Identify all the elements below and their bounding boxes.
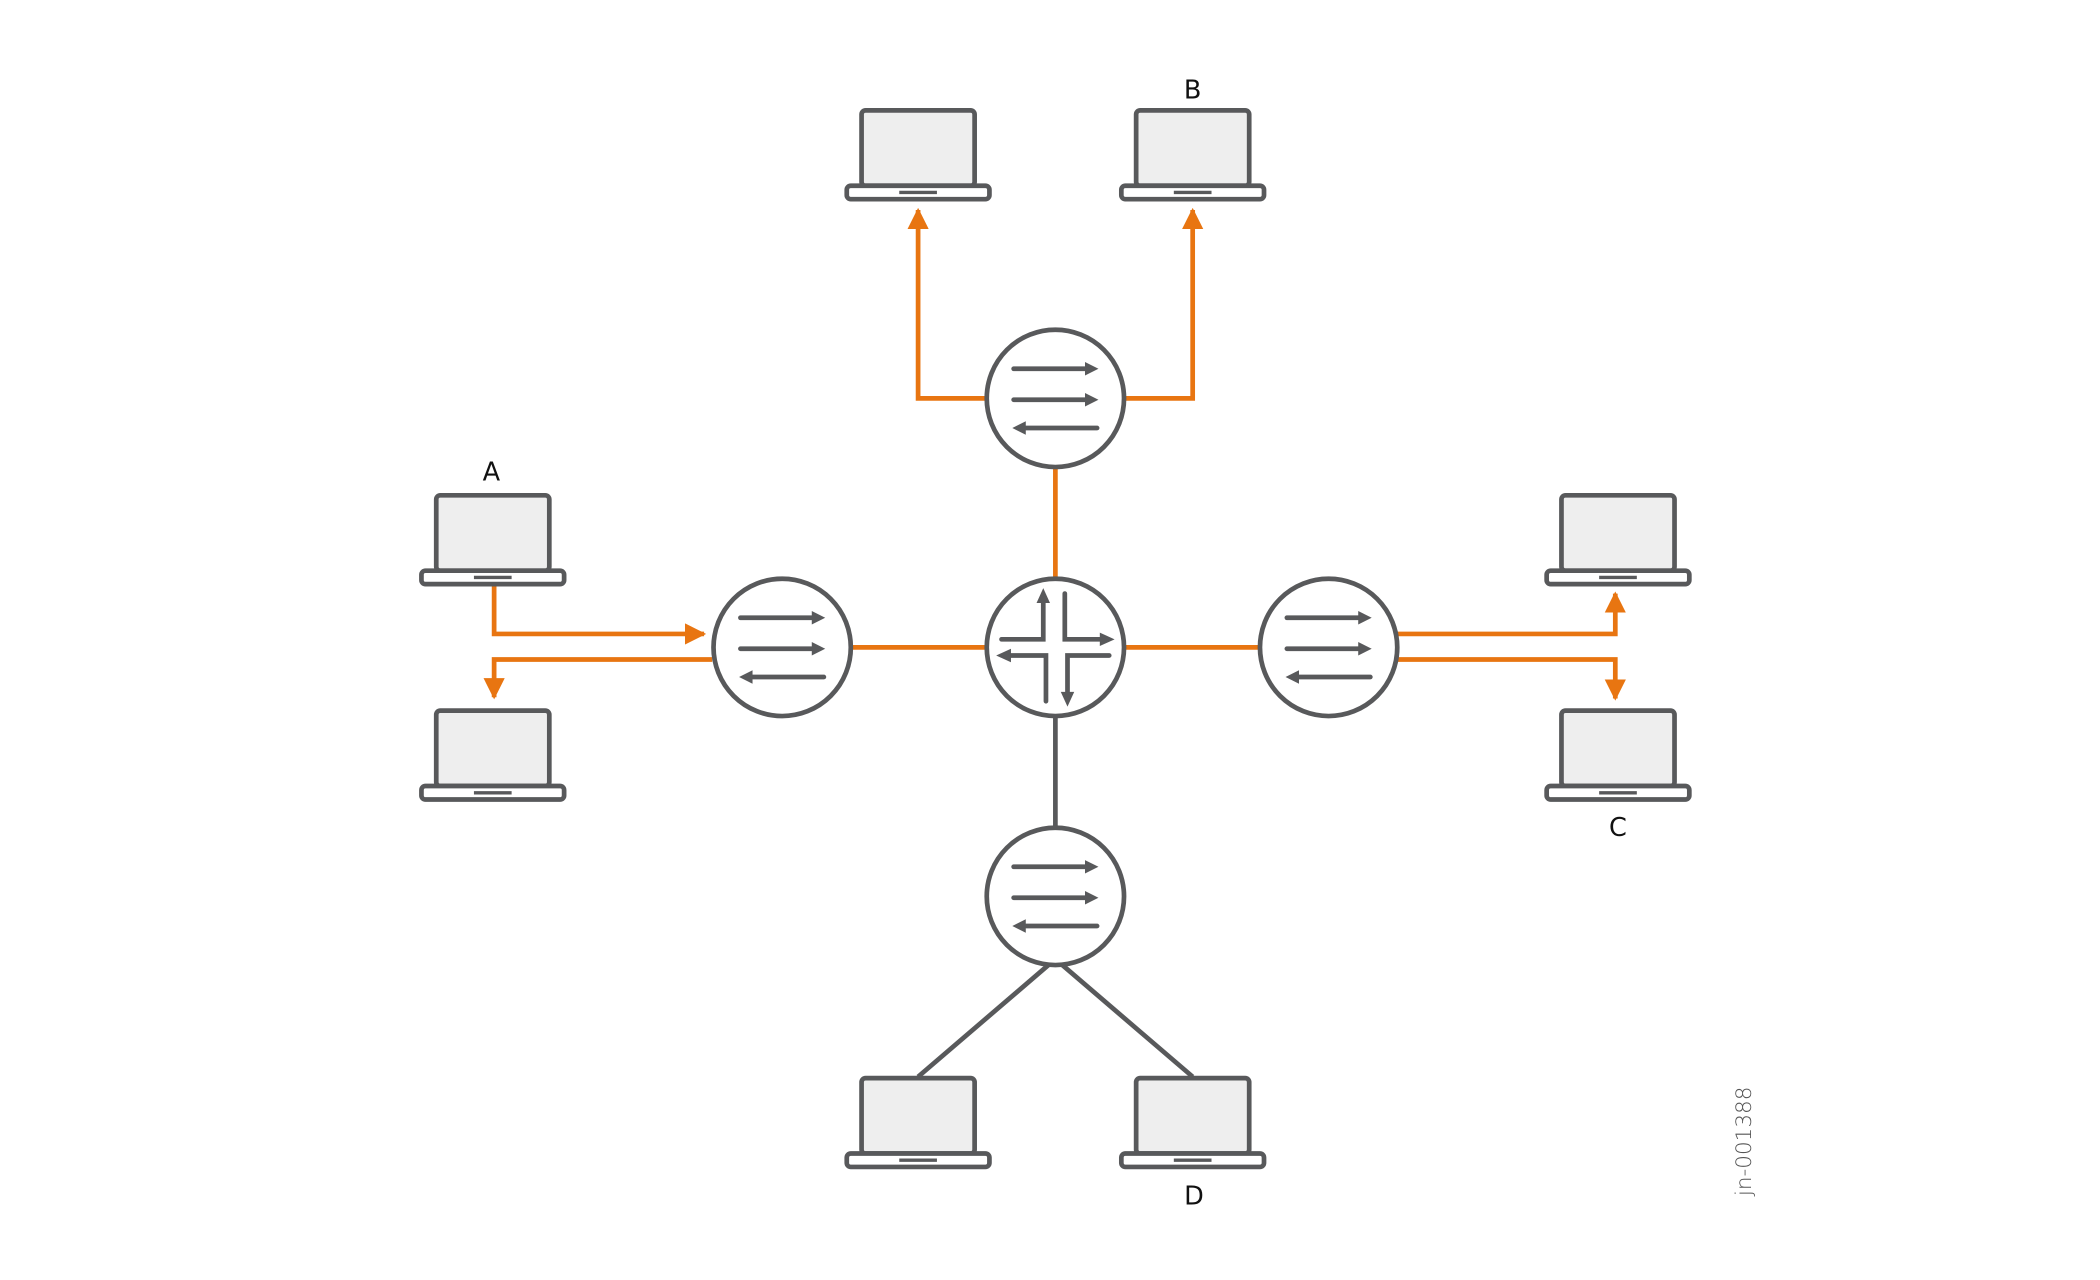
- switch-icon: [1260, 579, 1397, 716]
- label-a: A: [483, 458, 501, 488]
- flow-arrow-to-top-left-laptop: [907, 207, 987, 401]
- flow-arrow-to-right-top-laptop: [1397, 591, 1626, 637]
- label-b: B: [1184, 75, 1202, 105]
- flow-arrows: [483, 207, 1626, 701]
- switch-icon: [987, 330, 1124, 467]
- label-c: C: [1609, 813, 1627, 843]
- laptop-icon: [847, 110, 990, 199]
- laptop-icon: [421, 711, 564, 800]
- figure-id: jn-001388: [1732, 1087, 1757, 1198]
- switch-icon: [987, 828, 1124, 965]
- link-bottom-switch-laptop-d: [1059, 961, 1195, 1079]
- router-icon: [984, 576, 1127, 719]
- flow-arrow-to-left-bottom-laptop: [483, 657, 713, 700]
- flow-arrow-to-laptop-c: [1397, 657, 1626, 701]
- laptop-icon: [1547, 495, 1690, 584]
- label-d: D: [1184, 1182, 1204, 1212]
- flow-arrow-to-laptop-b: [1124, 207, 1204, 401]
- laptop-icon: [421, 495, 564, 584]
- laptop-icon: [1547, 711, 1690, 800]
- link-bottom-switch-laptop-left: [916, 961, 1052, 1079]
- laptop-icon: [847, 1078, 990, 1167]
- laptop-icon: [1121, 110, 1264, 199]
- switch-icon: [714, 579, 851, 716]
- links: [850, 467, 1260, 1079]
- flow-arrow-from-laptop-a: [491, 584, 707, 645]
- laptop-icon: [1121, 1078, 1264, 1167]
